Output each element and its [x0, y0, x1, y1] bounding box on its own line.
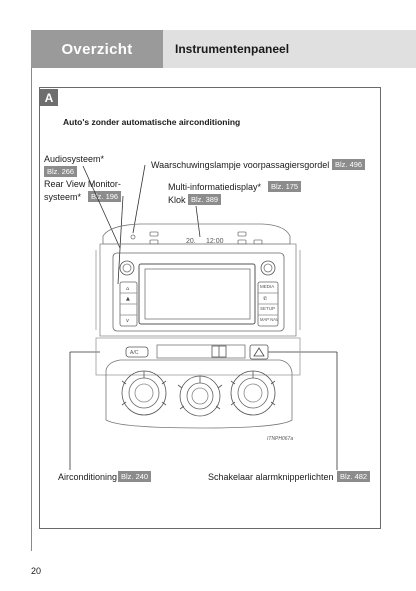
display-leader-line [195, 205, 201, 238]
ac-button-shape [125, 346, 149, 358]
btn-media-label: MEDIA [260, 284, 274, 289]
clock-ref[interactable]: Blz. 389 [188, 194, 222, 205]
page-header: Overzicht Instrumentenpaneel [31, 30, 416, 68]
phone-icon: ✆ [263, 296, 267, 302]
panel-label: A [40, 89, 58, 106]
hazard-ref[interactable]: Blz. 482 [337, 471, 371, 482]
side-rule [31, 68, 32, 551]
page-number: 20 [31, 566, 42, 576]
hazard-label: Schakelaar alarmknipperlichten [208, 472, 334, 482]
clock-label: Klok [168, 195, 186, 205]
panel-subtitle: Auto's zonder automatische airconditioni… [63, 117, 241, 127]
up-arrow-icon: ▲ [126, 296, 130, 302]
figure-code: ITNPH067a [267, 436, 293, 442]
aircon-label: Airconditioning [58, 472, 118, 482]
home-icon: ⌂ [126, 286, 129, 292]
btn-map-label: MAP NAV [260, 317, 279, 322]
btn-setup-label: SETUP [260, 306, 275, 311]
multi-display-label: Multi-informatiedisplay* [168, 182, 262, 192]
display-time: 12:00 [206, 238, 224, 245]
rear-view-label-line2: systeem* [44, 192, 82, 202]
ac-button-label: A/C [130, 350, 139, 356]
warning-lamp-label: Waarschuwingslampje voorpassagiersgordel [151, 160, 330, 170]
warning-lamp-ref[interactable]: Blz. 496 [332, 159, 366, 170]
display-temp: 20. [186, 238, 196, 245]
rear-view-label-line1: Rear View Monitor- [44, 179, 121, 189]
rear-view-ref[interactable]: Blz. 196 [88, 191, 122, 202]
audio-label: Audiosysteem* [44, 154, 105, 164]
multi-display-ref[interactable]: Blz. 175 [268, 181, 302, 192]
audio-leader-line [82, 165, 121, 249]
page-title: Instrumentenpaneel [163, 30, 416, 68]
section-tab: Overzicht [31, 30, 163, 68]
illustration-frame [39, 87, 381, 529]
audio-ref[interactable]: Blz. 266 [44, 166, 78, 177]
warning-lamp-leader-line [132, 164, 146, 234]
rear-view-leader-line [117, 195, 124, 285]
hazard-button-shape [249, 344, 269, 360]
down-arrow-icon: v [126, 318, 129, 324]
aircon-ref[interactable]: Blz. 240 [118, 471, 152, 482]
